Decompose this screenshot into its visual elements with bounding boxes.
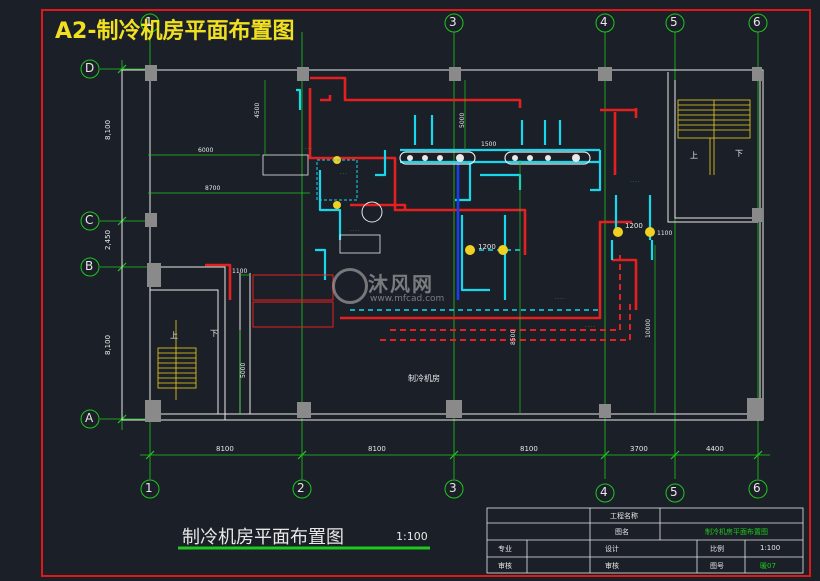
dim-col-2-3: 8100 bbox=[368, 445, 386, 453]
tb-scale-label: 比例 bbox=[710, 545, 724, 553]
dim-8700: 8700 bbox=[205, 185, 221, 192]
drawing-border bbox=[41, 9, 811, 577]
dim-4500: 4500 bbox=[254, 102, 261, 118]
watermark-url: www.mfcad.com bbox=[370, 294, 445, 304]
dim-1500: 1500 bbox=[481, 141, 497, 148]
dim-10000: 10000 bbox=[645, 318, 652, 338]
stair-right-down: 下 bbox=[735, 149, 743, 158]
dim-1200-right: 1200 bbox=[625, 222, 643, 230]
tb-drawing-name: 制冷机房平面布置图 bbox=[705, 528, 768, 536]
axis-label-col-1-bottom: 1 bbox=[145, 481, 153, 495]
bottom-title: 制冷机房平面布置图 bbox=[182, 527, 344, 548]
axis-label-col-4-top: 4 bbox=[600, 15, 608, 29]
dim-1200-left: 1200 bbox=[478, 243, 496, 251]
dim-col-1-2: 8100 bbox=[216, 445, 234, 453]
axis-label-col-5-bottom: 5 bbox=[670, 485, 678, 499]
drawing-scale: 1:100 bbox=[396, 530, 428, 543]
dim-col-3-4: 8100 bbox=[520, 445, 538, 453]
watermark-text: 沐风网 bbox=[368, 272, 434, 296]
dim-row-c-b: 2,450 bbox=[104, 229, 112, 250]
tb-scale-value: 1:100 bbox=[760, 544, 781, 552]
stair-left bbox=[157, 320, 197, 400]
tb-drawing-no: 暖07 bbox=[760, 562, 776, 570]
room-label: 制冷机房 bbox=[408, 374, 440, 383]
title-block bbox=[486, 507, 804, 574]
svg-text:- - - -: - - - - bbox=[555, 296, 565, 301]
dim-row-b-a: 8,100 bbox=[104, 334, 112, 355]
dim-5000-top: 5000 bbox=[459, 112, 466, 128]
dim-6000: 6000 bbox=[198, 147, 214, 154]
dim-5000-bottom: 5000 bbox=[240, 362, 247, 378]
structural-columns bbox=[145, 65, 763, 422]
svg-text:- - -: - - - bbox=[340, 171, 347, 176]
dim-col-5-6: 4400 bbox=[706, 445, 724, 453]
equipment bbox=[252, 151, 655, 328]
dim-row-d-c: 8,100 bbox=[104, 119, 112, 140]
axis-label-row-c: C bbox=[85, 213, 94, 227]
svg-text:- - -: - - - bbox=[305, 146, 312, 151]
axis-label-col-5-top: 5 bbox=[670, 15, 678, 29]
tb-design-label: 设计 bbox=[605, 545, 619, 553]
stair-left-down: 下 bbox=[210, 329, 218, 338]
dim-8500: 8500 bbox=[510, 329, 517, 345]
annotation-leaders bbox=[148, 80, 656, 414]
axis-label-col-2-bottom: 2 bbox=[297, 481, 305, 495]
axis-label-col-4-bottom: 4 bbox=[600, 485, 608, 499]
svg-text:- - - -: - - - - bbox=[630, 179, 640, 184]
dim-col-4-5: 3700 bbox=[630, 445, 648, 453]
stair-right bbox=[677, 99, 751, 175]
return-pipes-dashed bbox=[350, 249, 600, 311]
tb-review-label: 审核 bbox=[498, 562, 512, 570]
axis-label-col-6-top: 6 bbox=[753, 15, 761, 29]
axis-bubbles bbox=[80, 13, 768, 503]
tb-project-label: 工程名称 bbox=[610, 512, 638, 520]
dim-1100-right: 1100 bbox=[657, 230, 673, 237]
watermark-logo-icon bbox=[332, 268, 368, 304]
building-walls bbox=[121, 69, 764, 421]
return-pipes bbox=[296, 88, 654, 300]
axis-label-row-d: D bbox=[85, 61, 95, 75]
stair-right-up: 上 bbox=[690, 151, 698, 160]
tb-drawing-no-label: 图号 bbox=[710, 562, 724, 570]
tb-drawing-name-label: 图名 bbox=[615, 528, 629, 536]
stair-left-up: 上 bbox=[170, 331, 178, 340]
dimension-ticks bbox=[117, 64, 763, 460]
tb-discipline-label: 专业 bbox=[498, 545, 512, 553]
axis-label-col-1-top: 1 bbox=[145, 15, 153, 29]
top-title: A2-制冷机房平面布置图 bbox=[55, 19, 295, 44]
dim-1100-left: 1100 bbox=[232, 268, 248, 275]
axis-label-col-3-top: 3 bbox=[449, 15, 457, 29]
axis-label-row-a: A bbox=[85, 411, 94, 425]
tiny-annotations: - - - - - - - - - - - - - - - - - - - - - - bbox=[305, 146, 640, 329]
svg-text:- - - -: - - - - bbox=[585, 324, 595, 329]
svg-text:- - - -: - - - - bbox=[350, 228, 360, 233]
axis-label-col-6-bottom: 6 bbox=[753, 481, 761, 495]
axis-label-col-3-bottom: 3 bbox=[449, 481, 457, 495]
axis-label-row-b: B bbox=[85, 259, 94, 273]
supply-pipes-dashed bbox=[380, 255, 631, 341]
tb-check-label: 审核 bbox=[605, 562, 619, 570]
